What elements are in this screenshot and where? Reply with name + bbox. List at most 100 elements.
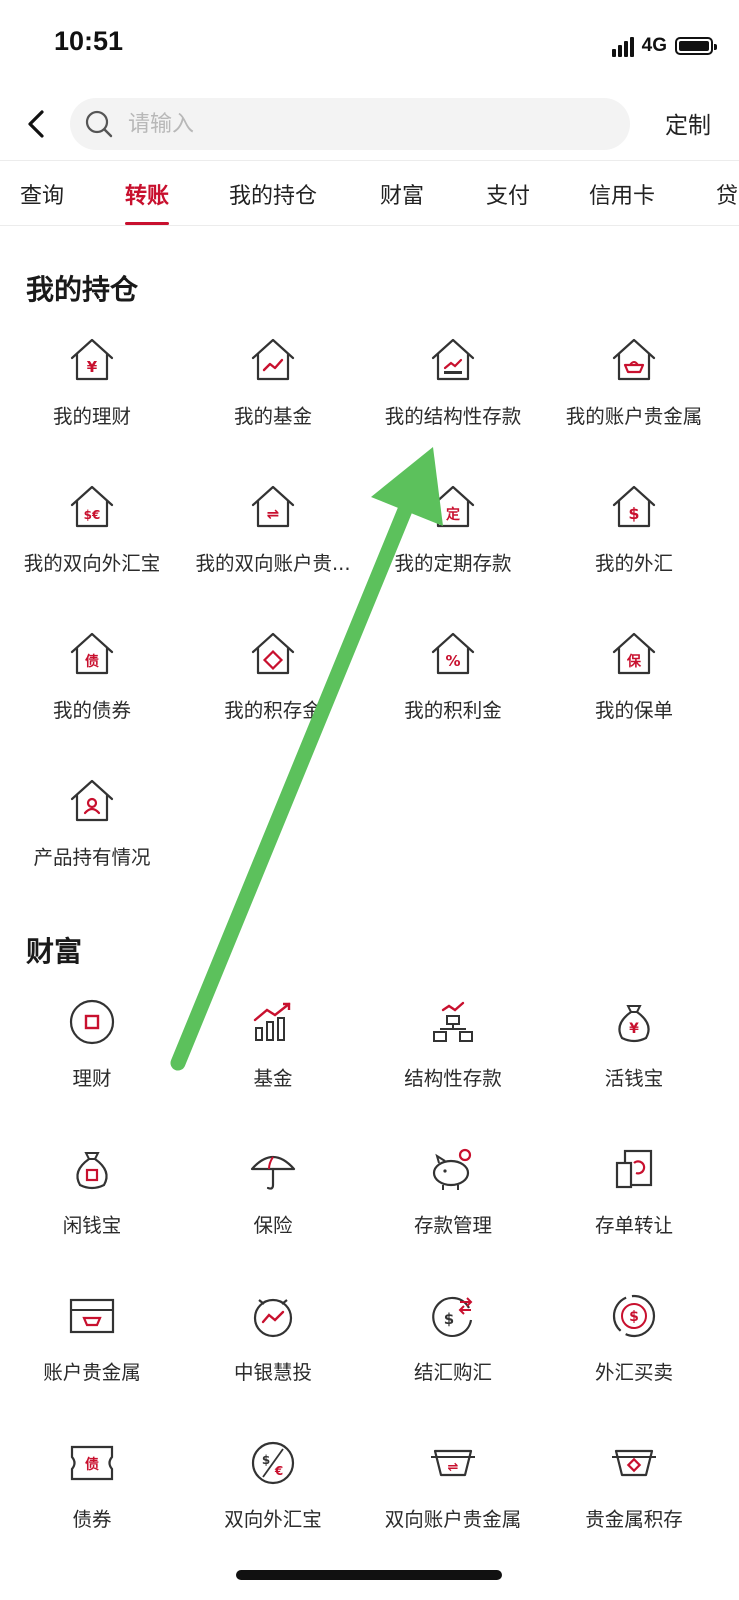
house-diamond-icon: [181, 628, 365, 680]
holdings-item[interactable]: 我的积存金: [181, 628, 365, 723]
holdings-item[interactable]: 债我的债券: [0, 628, 184, 723]
wealth-item[interactable]: 理财: [0, 996, 184, 1091]
house-bond-icon: 债: [0, 628, 184, 680]
money-bag-yen-icon: ¥: [542, 996, 726, 1048]
wealth-item-label: 存款管理: [413, 1214, 492, 1237]
wealth-item[interactable]: 保险: [181, 1143, 365, 1238]
wealth-item[interactable]: 结构性存款: [361, 996, 545, 1091]
svg-text:⇌: ⇌: [448, 1460, 459, 1475]
svg-text:定: 定: [446, 506, 460, 523]
wealth-item-label: 活钱宝: [604, 1067, 664, 1090]
holdings-item[interactable]: 我的结构性存款: [361, 334, 545, 429]
section-title-wealth: 财富: [26, 935, 83, 968]
holdings-item[interactable]: ⇌我的双向账户贵...: [181, 481, 365, 576]
holdings-item[interactable]: 产品持有情况: [0, 775, 184, 870]
tab-transfer[interactable]: 转账: [125, 178, 170, 225]
wealth-item[interactable]: 闲钱宝: [0, 1143, 184, 1238]
house-dollar-icon: $: [542, 481, 726, 533]
forex-trade-icon: $: [542, 1290, 726, 1342]
bond-ticket-icon: 债: [0, 1437, 184, 1489]
holdings-item[interactable]: $我的外汇: [542, 481, 726, 576]
structure-tree-icon: [361, 996, 545, 1048]
holdings-item[interactable]: 定我的定期存款: [361, 481, 545, 576]
svg-text:$: $: [444, 1310, 454, 1328]
svg-text:%: %: [445, 652, 460, 670]
wealth-item[interactable]: $ 外汇买卖: [542, 1290, 726, 1385]
holdings-item[interactable]: %我的积利金: [361, 628, 545, 723]
holdings-item[interactable]: 我的基金: [181, 334, 365, 429]
holdings-item-label: 我的双向账户贵...: [195, 552, 351, 575]
search-icon: [85, 110, 113, 138]
tab-credit-card[interactable]: 信用卡: [589, 184, 656, 209]
holdings-item-label: 我的账户贵金属: [565, 405, 703, 428]
holdings-item[interactable]: 保我的保单: [542, 628, 726, 723]
wealth-item-label: 存单转让: [594, 1214, 673, 1237]
house-basket-icon: [542, 334, 726, 386]
wealth-item[interactable]: 中银慧投: [181, 1290, 365, 1385]
section-title-holdings: 我的持仓: [26, 273, 139, 306]
money-bag-square-icon: [0, 1143, 184, 1195]
tab-payment[interactable]: 支付: [486, 184, 531, 209]
wealth-item-label: 保险: [253, 1214, 293, 1237]
house-fixed-icon: 定: [361, 481, 545, 533]
wealth-item-label: 结构性存款: [404, 1067, 502, 1090]
svg-text:$€: $€: [84, 508, 101, 522]
wealth-item[interactable]: ¥ 活钱宝: [542, 996, 726, 1091]
svg-text:$: $: [262, 1453, 270, 1467]
search-box[interactable]: [70, 98, 630, 150]
wealth-item-label: 外汇买卖: [594, 1361, 673, 1384]
svg-text:$: $: [628, 504, 639, 523]
circle-square-icon: [0, 996, 184, 1048]
holdings-item[interactable]: 我的账户贵金属: [542, 334, 726, 429]
dollar-euro-circle-icon: $€: [181, 1437, 365, 1489]
house-dollar-euro-icon: $€: [0, 481, 184, 533]
tab-loan[interactable]: 贷: [716, 184, 739, 209]
wealth-item-label: 中银慧投: [233, 1361, 312, 1384]
gold-ingot-diamond-icon: [542, 1437, 726, 1489]
wealth-item[interactable]: 基金: [181, 996, 365, 1091]
smart-invest-icon: [181, 1290, 365, 1342]
bar-chart-trend-icon: [181, 996, 365, 1048]
wealth-item[interactable]: 存款管理: [361, 1143, 545, 1238]
holdings-item-label: 我的双向外汇宝: [23, 552, 161, 575]
wealth-item-label: 双向外汇宝: [224, 1508, 322, 1531]
svg-text:¥: ¥: [87, 358, 98, 376]
wealth-item-label: 账户贵金属: [43, 1361, 141, 1384]
wealth-item-label: 基金: [253, 1067, 293, 1090]
search-input[interactable]: [126, 110, 550, 138]
home-indicator: [236, 1570, 502, 1580]
status-indicators: 4G: [611, 31, 717, 61]
wealth-item[interactable]: 存单转让: [542, 1143, 726, 1238]
battery-icon: [675, 37, 717, 55]
house-trend-icon: [181, 334, 365, 386]
wealth-item-label: 债券: [72, 1508, 112, 1531]
wealth-item[interactable]: 账户贵金属: [0, 1290, 184, 1385]
holdings-item-label: 我的积存金: [224, 699, 322, 722]
wealth-item[interactable]: 贵金属积存: [542, 1437, 726, 1532]
house-insurance-icon: 保: [542, 628, 726, 680]
signal-icon: [611, 35, 634, 57]
holdings-item-label: 我的基金: [233, 405, 312, 428]
wealth-item-label: 闲钱宝: [62, 1214, 122, 1237]
holdings-item-label: 我的理财: [52, 405, 131, 428]
currency-exchange-icon: $: [361, 1290, 545, 1342]
holdings-item-label: 产品持有情况: [33, 846, 151, 869]
holdings-item[interactable]: ¥ 我的理财: [0, 334, 184, 429]
tab-holdings[interactable]: 我的持仓: [229, 184, 318, 209]
wealth-item[interactable]: $结汇购汇: [361, 1290, 545, 1385]
wealth-item[interactable]: $€ 双向外汇宝: [181, 1437, 365, 1532]
wealth-item-label: 理财: [72, 1067, 112, 1090]
wealth-item[interactable]: ⇌双向账户贵金属: [361, 1437, 545, 1532]
svg-text:债: 债: [85, 1456, 99, 1473]
tab-query[interactable]: 查询: [20, 184, 65, 209]
house-person-icon: [0, 775, 184, 827]
wealth-item[interactable]: 债债券: [0, 1437, 184, 1532]
svg-text:¥: ¥: [629, 1021, 639, 1037]
holdings-item[interactable]: $€ 我的双向外汇宝: [0, 481, 184, 576]
svg-text:保: 保: [626, 653, 642, 670]
tab-wealth[interactable]: 财富: [380, 184, 425, 209]
back-button[interactable]: [18, 104, 58, 144]
certificate-transfer-icon: [542, 1143, 726, 1195]
custom-button[interactable]: 定制: [665, 113, 711, 139]
house-yen-icon: ¥: [0, 334, 184, 386]
